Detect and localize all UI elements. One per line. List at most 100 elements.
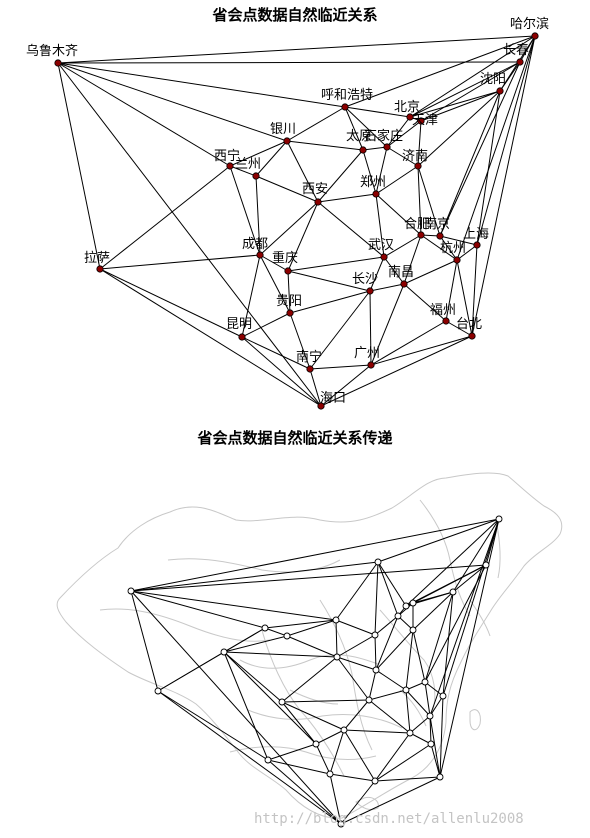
transfer-edge-sh-tb: [439, 695, 444, 778]
transfer-edge-ty-sjz: [374, 615, 399, 636]
node-wlmq: [54, 59, 62, 67]
transfer-node-wlmq: [127, 587, 135, 595]
node-gy: [286, 309, 294, 317]
edge-bj-sjz: [386, 116, 411, 148]
node-label-hhht: 呼和浩特: [321, 88, 373, 103]
edge-sy-tj: [420, 90, 501, 122]
transfer-edge-yc-xa: [335, 619, 338, 658]
transfer-edge-hz-tb: [429, 715, 441, 778]
node-fz: [442, 317, 450, 325]
transfer-edge-wlmq-hhht: [130, 561, 379, 592]
node-ls: [96, 265, 104, 273]
edge-sjz-jn: [386, 146, 419, 167]
transfer-edge-gy-nn: [315, 743, 331, 775]
transfer-edge-heb-tb: [439, 518, 500, 778]
transfer-edge-wlmq-cc: [130, 564, 487, 592]
edge-wh-cs: [369, 256, 385, 292]
transfer-edge-lz-cd: [223, 635, 288, 653]
edge-hhht-yc: [286, 106, 346, 142]
edge-km-hk: [241, 336, 322, 407]
edge-cq-cs: [287, 270, 371, 292]
transfer-edge-cs-gy: [315, 729, 345, 745]
edge-hz-nc: [403, 259, 458, 285]
node-cs: [366, 287, 374, 295]
transfer-edge-cs-gz: [343, 729, 376, 782]
node-label-tj: 天津: [412, 113, 438, 128]
transfer-edge-hz-fz: [429, 715, 432, 745]
node-label-wh: 武汉: [368, 238, 394, 253]
node-sh: [473, 241, 481, 249]
edge-wlmq-xn: [57, 62, 231, 167]
transfer-edge-yc-ty: [335, 619, 376, 636]
edge-hz-tb: [456, 259, 473, 337]
bottom-diagram-edges: [130, 518, 500, 825]
transfer-node-hz: [426, 712, 434, 720]
node-bj: [406, 113, 414, 121]
transfer-edge-jn-zz: [375, 629, 414, 671]
edge-sy-sh: [476, 90, 501, 246]
top-diagram-edges: [57, 35, 536, 407]
edge-hhht-sjz: [344, 106, 388, 148]
transfer-node-gz: [371, 777, 379, 785]
edge-cs-nc: [369, 283, 405, 292]
edge-jn-hf: [417, 165, 422, 236]
node-nc: [400, 280, 408, 288]
transfer-node-heb: [495, 515, 503, 523]
transfer-node-zz: [372, 666, 380, 674]
transfer-edge-fz-tb: [430, 743, 441, 778]
transfer-node-tb: [436, 773, 444, 781]
transfer-edge-wlmq-yc: [130, 590, 337, 621]
edge-wlmq-hhht: [57, 62, 346, 108]
transfer-edge-cc-nj: [424, 564, 487, 683]
node-label-hk: 海口: [320, 391, 346, 406]
bottom-diagram-nodes: [127, 515, 503, 828]
transfer-edge-cd-ls: [157, 651, 225, 692]
transfer-edge-xa-zz: [336, 656, 377, 671]
transfer-edge-xa-wh: [336, 656, 370, 701]
transfer-node-tj: [409, 599, 417, 607]
node-wh: [380, 253, 388, 261]
node-label-xa: 西安: [302, 182, 328, 197]
node-zz: [372, 190, 380, 198]
transfer-node-km: [264, 756, 272, 764]
edge-sh-tb: [471, 244, 478, 337]
edge-ty-sjz: [362, 146, 388, 151]
edge-heb-sh: [476, 35, 536, 246]
node-gz: [367, 361, 375, 369]
edge-fz-tb: [445, 320, 473, 337]
transfer-node-hhht: [374, 558, 382, 566]
transfer-edge-km-gy: [267, 743, 317, 761]
edge-sh-hz: [456, 244, 478, 261]
transfer-node-fz: [427, 740, 435, 748]
transfer-edge-jn-nj: [412, 629, 426, 683]
transfer-node-yc: [332, 616, 340, 624]
node-label-nj: 南京: [424, 216, 450, 232]
node-lz: [252, 172, 260, 180]
edge-tj-jn: [417, 120, 422, 167]
edge-xa-wh: [317, 201, 385, 258]
transfer-edge-hhht-yc: [335, 561, 379, 621]
edge-ty-xa: [317, 149, 364, 203]
transfer-edge-jn-hf: [405, 629, 414, 691]
node-label-sh: 上海: [463, 227, 489, 242]
transfer-edge-yc-lz: [286, 619, 337, 637]
edge-nc-fz: [403, 283, 447, 322]
node-label-ty: 太原: [346, 129, 372, 144]
node-label-cq: 重庆: [272, 250, 298, 266]
node-cq: [284, 267, 292, 275]
node-label-gz: 广州: [354, 346, 380, 361]
transfer-node-nn: [326, 770, 334, 778]
edge-jn-nj: [417, 165, 441, 237]
edge-xn-lz: [229, 165, 257, 177]
node-label-cs: 长沙: [352, 272, 378, 287]
edge-sy-bj: [409, 90, 501, 118]
edge-ls-hk: [99, 268, 322, 407]
edge-yc-xa: [286, 140, 319, 203]
edge-xn-ls: [99, 165, 231, 270]
transfer-edge-heb-sy: [452, 518, 500, 593]
transfer-edge-hz-nc: [409, 715, 431, 734]
edge-wlmq-yc: [57, 62, 288, 142]
transfer-edge-nc-gz: [374, 732, 411, 782]
edge-cs-gy: [289, 290, 371, 314]
edge-hhht-ty: [344, 106, 364, 151]
